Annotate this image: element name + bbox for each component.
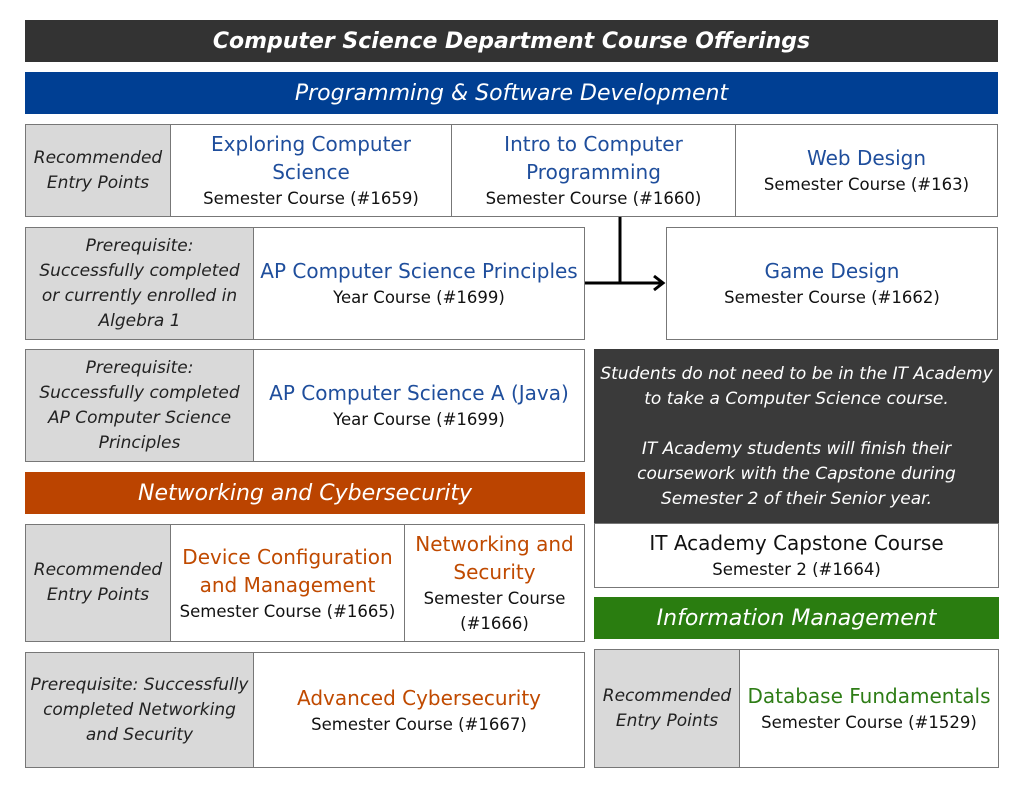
- note-line-1: Students do not need to be in the IT Aca…: [600, 363, 993, 409]
- course-detail: Semester Course (#1529): [761, 713, 977, 732]
- course-detail: Semester Course (#1666): [423, 589, 566, 633]
- course-name: Exploring Computer Science: [211, 132, 411, 184]
- arrow-to-game-design: [585, 217, 666, 292]
- course-detail: Year Course (#1699): [333, 410, 505, 429]
- entry-points-label: Recommended Entry Points: [25, 124, 171, 217]
- page-title: Computer Science Department Course Offer…: [25, 20, 998, 62]
- course-detail: Semester Course (#1660): [485, 189, 702, 208]
- course-name: Networking and Security: [415, 532, 574, 584]
- course-name: Advanced Cybersecurity: [296, 685, 542, 710]
- it-academy-note: Students do not need to be in the IT Aca…: [594, 349, 999, 524]
- course-apcsa: AP Computer Science A (Java) Year Course …: [253, 349, 585, 462]
- course-name: AP Computer Science A (Java): [269, 381, 569, 405]
- entry-points-label: Recommended Entry Points: [25, 524, 171, 642]
- apcsa-prereq: Prerequisite: Successfully completed AP …: [25, 349, 254, 462]
- entry-points-label: Recommended Entry Points: [594, 649, 740, 768]
- networking-header: Networking and Cybersecurity: [25, 472, 585, 514]
- course-detail: Semester Course (#163): [763, 175, 970, 194]
- advanced-prereq: Prerequisite: Successfully completed Net…: [25, 652, 254, 768]
- course-detail: Semester Course (#1662): [724, 288, 940, 307]
- course-detail: Semester Course (#1667): [311, 714, 527, 734]
- course-detail: Semester Course (#1665): [179, 601, 396, 621]
- course-name: Device Configuration and Management: [182, 544, 393, 597]
- note-line-2: IT Academy students will finish their co…: [637, 438, 956, 509]
- apcsp-prereq: Prerequisite: Successfully completed or …: [25, 227, 254, 340]
- programming-header: Programming & Software Development: [25, 72, 998, 114]
- info-management-header: Information Management: [594, 597, 999, 639]
- course-detail: Semester Course (#1659): [203, 189, 419, 208]
- course-name: Database Fundamentals: [747, 684, 991, 708]
- course-name: AP Computer Science Principles: [260, 259, 578, 283]
- course-detail: Year Course (#1699): [333, 288, 505, 307]
- course-name: IT Academy Capstone Course: [649, 531, 944, 555]
- course-name: Game Design: [764, 259, 900, 283]
- course-detail: Semester 2 (#1664): [712, 560, 881, 579]
- course-name: Intro to Computer Programming: [504, 132, 683, 184]
- course-name: Web Design: [806, 146, 926, 170]
